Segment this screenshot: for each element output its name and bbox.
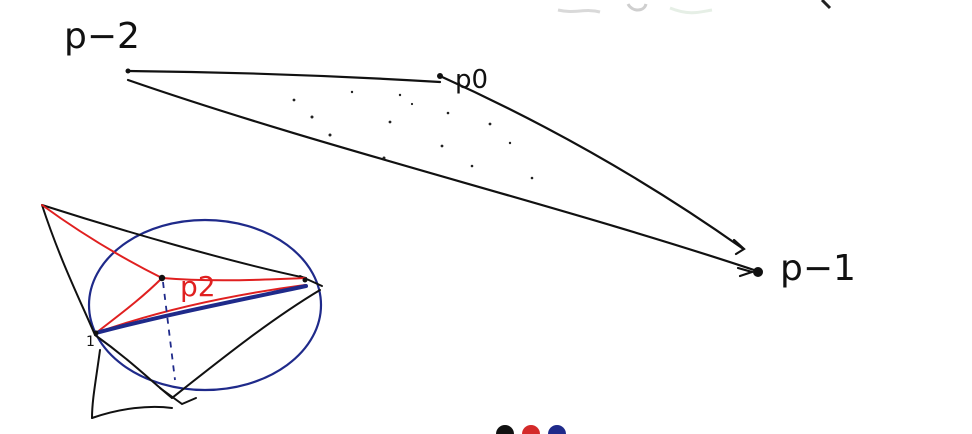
red-pen-dot[interactable] [522, 425, 540, 434]
label-p-0: p0 [455, 65, 488, 95]
faint-top-stroke-3 [669, 6, 713, 15]
dot [488, 122, 492, 126]
thick-blue-edge [94, 284, 308, 335]
big-triangle [126, 69, 762, 278]
dot [328, 133, 332, 137]
dot [382, 156, 386, 160]
vertex-pm1 [753, 267, 763, 277]
dot [292, 98, 296, 102]
red-edge [95, 277, 163, 334]
edge-pm2-pm1 [126, 78, 762, 274]
top-right-tick [820, 0, 832, 10]
dot [398, 93, 402, 97]
blue-circle [87, 218, 323, 392]
faint-top-stroke-1 [557, 8, 601, 14]
red-edge [41, 204, 163, 279]
edge [159, 387, 197, 406]
small-vertex-left [93, 330, 99, 336]
black-pen-dot[interactable] [496, 425, 514, 434]
blue-pen-dot[interactable] [548, 425, 566, 434]
edge-p0-pm1 [438, 74, 744, 250]
arrow-mark-2 [736, 266, 756, 278]
vertex-pm2 [125, 68, 131, 74]
pen-palette [496, 425, 566, 434]
dot [508, 141, 512, 145]
edge-pm2-p0 [126, 69, 442, 84]
dot [388, 120, 392, 124]
edge [91, 405, 173, 419]
dot [470, 164, 474, 168]
arrow-mark-1 [732, 238, 746, 256]
faint-top-stroke-2 [626, 3, 648, 12]
dot [446, 111, 450, 115]
edge [91, 349, 101, 419]
edge [171, 289, 321, 399]
dot [310, 115, 314, 119]
interior-dots [292, 90, 534, 180]
vertex-p2 [158, 274, 166, 282]
edge [41, 204, 307, 279]
dot [410, 102, 414, 106]
small-vertex-right [302, 277, 308, 283]
edge [41, 204, 96, 336]
label-p-minus-2: p−2 [64, 16, 140, 57]
label-p-minus-1: p−1 [780, 248, 856, 289]
small-diagram: p2 1 [41, 204, 323, 419]
dot [350, 90, 354, 94]
red-edge [161, 277, 306, 282]
vertex-p0 [437, 73, 443, 79]
dot [440, 144, 444, 148]
small-black-edges [41, 204, 323, 419]
dashed-blue-line [162, 281, 176, 381]
label-p-2: p2 [180, 270, 216, 303]
label-vertex-mark: 1 [86, 334, 95, 350]
dot [530, 176, 534, 180]
